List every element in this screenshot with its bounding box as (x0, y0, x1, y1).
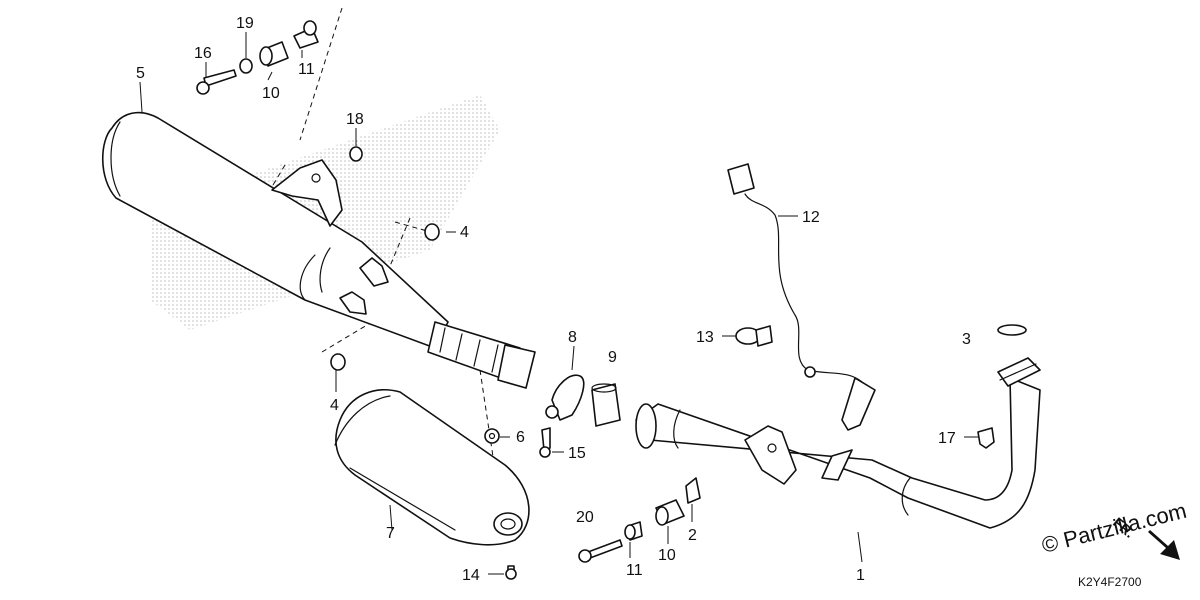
callout-11-upper[interactable]: 11 (298, 61, 315, 78)
callout-12[interactable]: 12 (802, 209, 820, 226)
callout-16[interactable]: 16 (194, 45, 212, 62)
callout-10-lower[interactable]: 10 (658, 547, 676, 564)
nut-part-18[interactable] (349, 146, 363, 162)
nut-part-17[interactable] (977, 427, 995, 449)
clamp-part-8[interactable] (545, 374, 585, 421)
leader-lines (139, 32, 978, 575)
bolt-part-15[interactable] (539, 427, 551, 458)
callout-19[interactable]: 19 (236, 15, 254, 32)
callout-labels: 1 2 3 4 4 5 6 7 8 9 10 10 11 11 12 13 14… (136, 15, 971, 584)
callout-11-lower[interactable]: 11 (626, 562, 643, 579)
callout-8[interactable]: 8 (568, 329, 577, 346)
bolt-part-20[interactable] (578, 539, 623, 563)
exhaust-pipe-part-1[interactable] (635, 357, 1041, 529)
grommet-part-4-upper[interactable] (424, 223, 440, 241)
bolt-part-14[interactable] (505, 565, 517, 580)
o2-sensor-part-12[interactable] (727, 163, 876, 431)
bolt-part-16[interactable] (196, 69, 237, 95)
clip-part-13[interactable] (735, 325, 773, 347)
callout-10-upper[interactable]: 10 (262, 85, 280, 102)
heat-shield-part-7[interactable] (334, 389, 530, 546)
diagram-code: K2Y4F2700 (1078, 575, 1142, 589)
gasket-ring-part-3[interactable] (997, 324, 1027, 336)
collar-part-11-upper[interactable] (293, 20, 319, 49)
callout-4-lower[interactable]: 4 (330, 397, 339, 414)
callout-5[interactable]: 5 (136, 65, 145, 82)
callout-17[interactable]: 17 (938, 430, 956, 447)
callout-7[interactable]: 7 (386, 525, 395, 542)
front-arrow-icon (1148, 530, 1180, 560)
callout-15[interactable]: 15 (568, 445, 586, 462)
gasket-part-9[interactable] (591, 383, 621, 427)
nut-part-6[interactable] (484, 428, 500, 444)
callout-20[interactable]: 20 (576, 509, 594, 526)
callout-18[interactable]: 18 (346, 111, 364, 128)
callout-13[interactable]: 13 (696, 329, 714, 346)
callout-3[interactable]: 3 (962, 331, 971, 348)
callout-9[interactable]: 9 (608, 349, 617, 366)
washer-part-19[interactable] (239, 58, 253, 74)
collar-part-11-lower[interactable] (624, 521, 643, 541)
grommet-part-4-lower[interactable] (330, 353, 346, 371)
callout-2[interactable]: 2 (688, 527, 697, 544)
grommet-part-10-upper[interactable] (259, 41, 289, 67)
grommet-part-10-lower[interactable] (655, 499, 685, 526)
muffler-part-5[interactable] (101, 111, 536, 389)
callout-6[interactable]: 6 (516, 429, 525, 446)
callout-1[interactable]: 1 (856, 567, 865, 584)
bracket-part-2[interactable] (685, 477, 701, 504)
callout-4-upper[interactable]: 4 (460, 224, 469, 241)
callout-14[interactable]: 14 (462, 567, 480, 584)
